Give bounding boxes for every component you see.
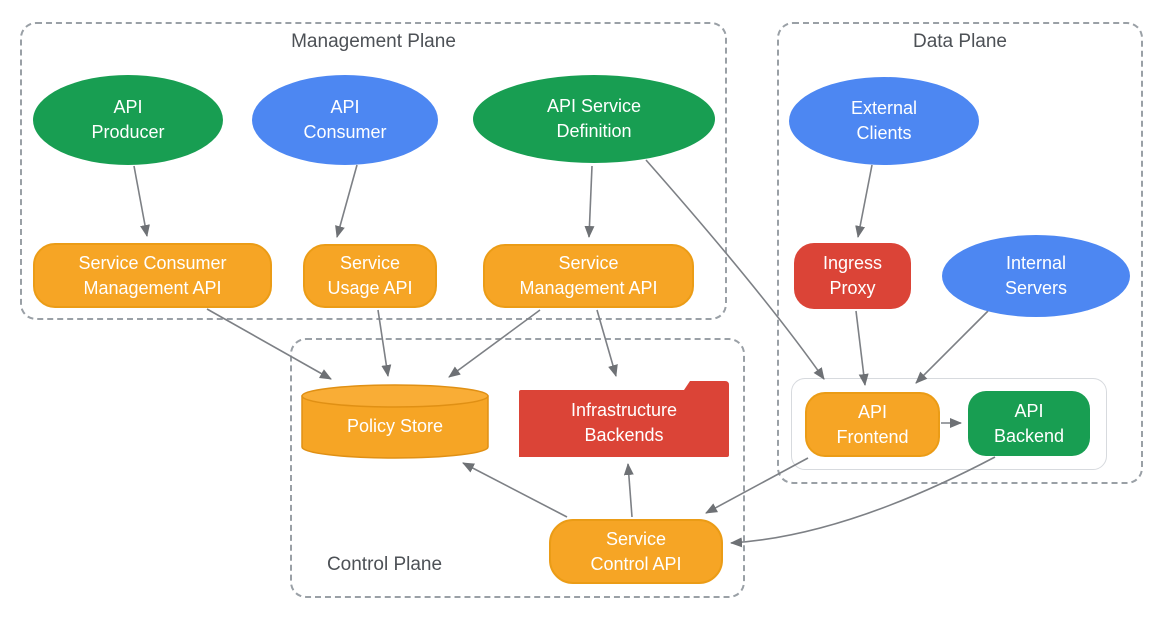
data-plane-title: Data Plane: [912, 31, 1007, 52]
node-api-consumer: API Consumer: [252, 75, 438, 165]
node-infrastructure-backends-label: Infrastructure Backends: [570, 400, 678, 445]
node-external-clients: External Clients: [789, 77, 979, 165]
node-policy-store-label: Policy Store: [346, 415, 444, 436]
node-service-consumer-management-api: Service Consumer Management API: [33, 243, 272, 308]
node-api-service-definition: API Service Definition: [473, 75, 715, 163]
node-internal-servers: Internal Servers: [942, 235, 1130, 317]
node-service-control-api: Service Control API: [549, 519, 723, 584]
node-ingress-proxy: Ingress Proxy: [794, 243, 911, 309]
node-api-backend: API Backend: [968, 391, 1090, 456]
management-plane-title: Management Plane: [291, 31, 456, 52]
control-plane-title: Control Plane: [326, 554, 443, 575]
node-service-management-api: Service Management API: [483, 244, 694, 308]
node-api-producer: API Producer: [33, 75, 223, 165]
node-api-frontend: API Frontend: [805, 392, 940, 457]
node-service-usage-api: Service Usage API: [303, 244, 437, 308]
